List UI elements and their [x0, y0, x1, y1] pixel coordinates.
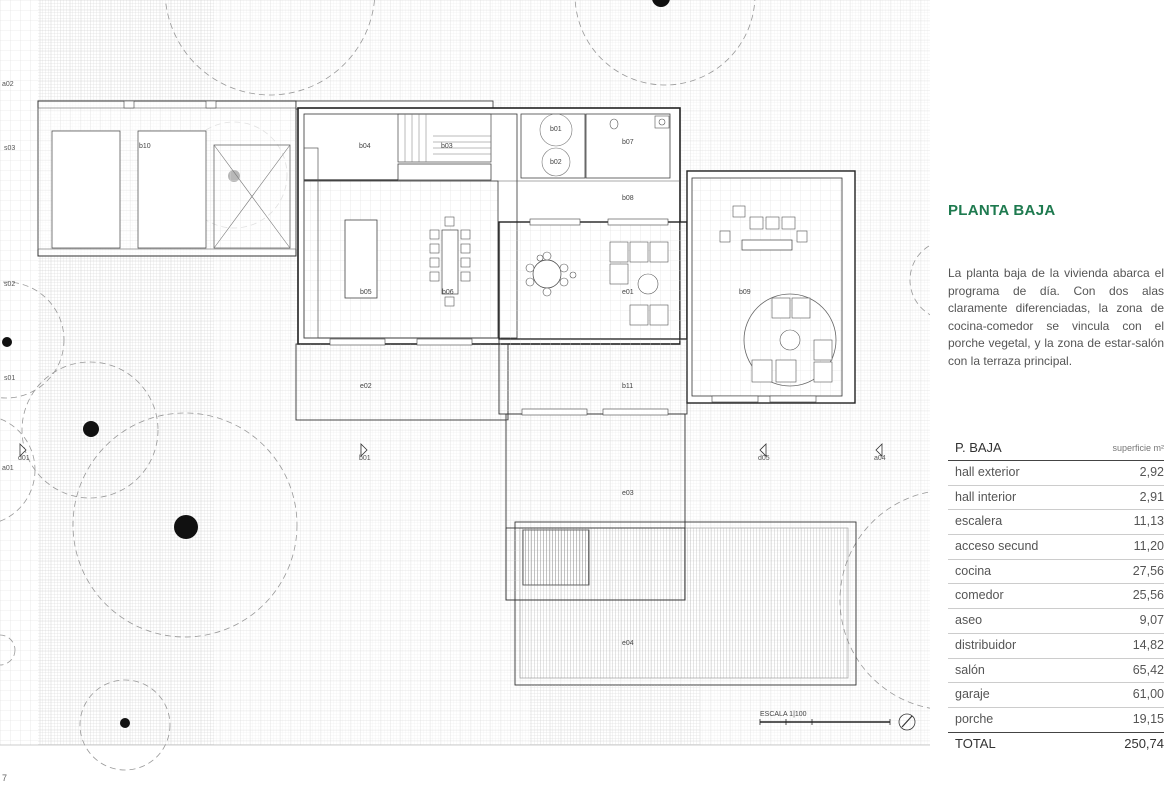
north-arrow-icon	[898, 713, 916, 731]
table-row: aseo 9,07	[948, 609, 1164, 634]
scale-label: ESCALA 1|100	[760, 711, 807, 718]
area-table-header: P. BAJA superficie m²	[948, 438, 1164, 461]
area-table-header-name: P. BAJA	[955, 440, 1002, 455]
row-value: 27,56	[1132, 563, 1164, 578]
table-row: garaje 61,00	[948, 683, 1164, 708]
row-value: 25,56	[1132, 588, 1164, 603]
section-mark-a04: a04	[874, 455, 886, 462]
scale-bar: ESCALA 1|100	[759, 711, 891, 725]
row-name: porche	[955, 711, 994, 726]
room-label-e01: e01	[622, 289, 634, 296]
room-label-b02: b02	[550, 159, 562, 166]
room-label-b01: b01	[550, 126, 562, 133]
panel-title: PLANTA BAJA	[948, 202, 1056, 219]
row-value: 14,82	[1132, 637, 1164, 652]
room-label-b08: b08	[622, 195, 634, 202]
section-mark-a01: a01	[2, 465, 14, 472]
room-label-b06: b06	[442, 289, 454, 296]
table-row: salón 65,42	[948, 659, 1164, 684]
east-wing	[686, 170, 856, 404]
terraces	[295, 338, 857, 745]
row-name: hall interior	[955, 489, 1017, 504]
row-name: distribuidor	[955, 637, 1017, 652]
row-name: aseo	[955, 613, 983, 628]
row-value: 2,91	[1139, 489, 1164, 504]
section-mark-s03: s03	[4, 145, 15, 152]
section-mark-a02: a02	[2, 81, 14, 88]
row-value: 11,20	[1133, 539, 1164, 554]
total-label: TOTAL	[955, 735, 996, 751]
row-value: 19,15	[1132, 711, 1164, 726]
room-label-b05: b05	[360, 289, 372, 296]
row-name: comedor	[955, 588, 1004, 603]
row-name: garaje	[955, 687, 990, 702]
section-mark-s01: s01	[4, 375, 15, 382]
page-number: 7	[2, 773, 8, 783]
table-row: hall exterior 2,92	[948, 461, 1164, 486]
row-name: hall exterior	[955, 465, 1020, 479]
garage	[37, 100, 297, 257]
row-value: 61,00	[1132, 687, 1164, 702]
room-labels: b10 b04 b03 b01 b02 b07 b08 b05 b06 e01 …	[139, 126, 751, 647]
room-label-b03: b03	[441, 143, 453, 150]
table-row: distribuidor 14,82	[948, 634, 1164, 659]
section-mark-d01: d01	[18, 455, 30, 462]
row-value: 11,13	[1133, 514, 1164, 529]
floor-plan: b10 b04 b03 b01 b02 b07 b08 b05 b06 e01 …	[0, 0, 930, 771]
table-row: comedor 25,56	[948, 584, 1164, 610]
table-row: acceso secund 11,20	[948, 535, 1164, 560]
room-label-e03: e03	[622, 490, 634, 497]
row-name: escalera	[955, 514, 1003, 529]
panel-description: La planta baja de la vivienda abarca el …	[948, 266, 1164, 368]
row-value: 9,07	[1139, 613, 1164, 628]
area-table-header-unit: superficie m²	[1112, 443, 1164, 453]
total-value: 250,74	[1124, 735, 1164, 751]
room-label-b11: b11	[622, 383, 633, 390]
row-name: cocina	[955, 563, 992, 578]
section-marks: a02 s03 s02 s01 a01 d01 b01 d05 a04	[2, 81, 886, 472]
room-label-b04: b04	[359, 143, 371, 150]
living-area	[498, 218, 688, 340]
row-name: acceso secund	[955, 539, 1039, 554]
room-label-e02: e02	[360, 383, 372, 390]
section-mark-d05: d05	[758, 455, 770, 462]
room-label-e04: e04	[622, 640, 634, 647]
area-table-rows: hall exterior 2,92 hall interior 2,91 escale…	[948, 461, 1164, 733]
section-mark-s02: s02	[4, 281, 15, 288]
table-row: hall interior 2,91	[948, 486, 1164, 511]
row-name: salón	[955, 662, 985, 677]
room-label-b07: b07	[622, 139, 634, 146]
section-mark-b01: b01	[359, 455, 371, 462]
room-label-b10: b10	[139, 143, 151, 150]
table-row: escalera 11,13	[948, 510, 1164, 536]
room-label-b09: b09	[739, 289, 751, 296]
row-value: 65,42	[1132, 662, 1164, 677]
area-table-total: TOTAL 250,74	[948, 731, 1164, 755]
info-panel: PLANTA BAJA La planta baja de la viviend…	[948, 0, 1164, 785]
table-row: cocina 27,56	[948, 560, 1164, 585]
row-value: 2,92	[1139, 465, 1164, 479]
table-row: porche 19,15	[948, 708, 1164, 733]
